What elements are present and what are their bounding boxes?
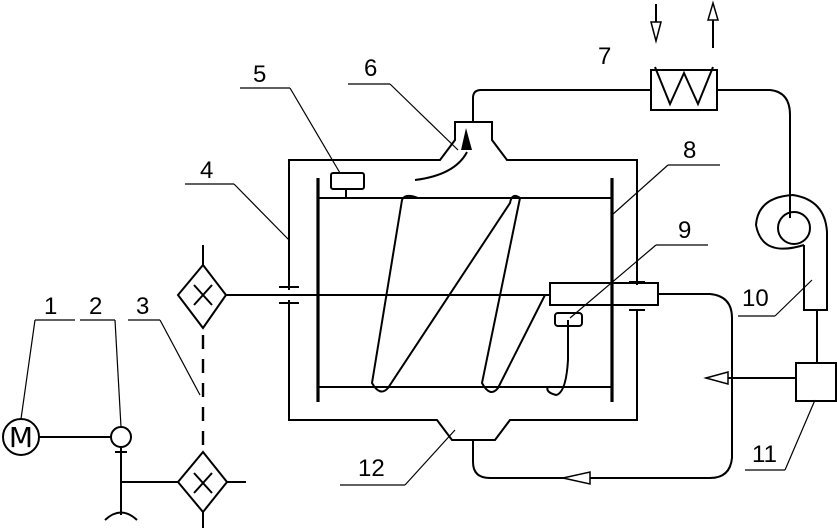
bottom-flow-arrow-icon — [562, 471, 591, 485]
label-9: 9 — [678, 217, 691, 244]
return-arrow-icon — [703, 371, 729, 385]
top-sensor — [330, 172, 365, 190]
exhaust-flow-curve — [414, 151, 468, 181]
heat-exchanger-zigzag-icon — [654, 66, 714, 107]
sensor-block — [554, 312, 583, 327]
fan-impeller — [777, 211, 811, 245]
fan-outlet — [803, 245, 828, 311]
coolant-out-arrow-icon — [706, 0, 720, 21]
leader-line-10b — [774, 279, 813, 317]
heat-exchanger-box — [650, 69, 718, 111]
pipe-hub-loop — [472, 293, 733, 479]
outer-chamber-outline — [288, 121, 638, 441]
leader-line-11b — [784, 399, 816, 471]
controller-box — [795, 362, 837, 402]
label-7: 7 — [598, 43, 611, 70]
label-2: 2 — [89, 293, 102, 320]
label-11: 11 — [752, 441, 777, 468]
leader-line-6b — [389, 83, 459, 151]
helical-screw-tail — [546, 320, 569, 397]
leader-line-4b — [233, 183, 290, 241]
leader-line-12b — [404, 429, 456, 486]
leader-line-1b — [20, 319, 36, 420]
label-12: 12 — [358, 455, 385, 482]
label-6: 6 — [364, 55, 377, 82]
motor-symbol: M — [9, 421, 33, 454]
lower-gear-cross-b — [193, 472, 213, 494]
pipe-to-exchanger — [472, 89, 651, 122]
coupling — [110, 426, 132, 448]
upper-gear-diamond-icon — [176, 263, 228, 330]
coolant-in-arrow-icon — [650, 21, 662, 44]
upper-gear-cross-b — [193, 284, 213, 306]
leader-line-5b — [289, 87, 341, 174]
exhaust-arrow-icon — [461, 128, 472, 150]
coupling-base — [104, 511, 138, 521]
label-3: 3 — [136, 293, 149, 320]
leader-line-8b — [611, 164, 669, 216]
pipe-to-fan — [717, 89, 791, 218]
drum-hub — [549, 282, 659, 306]
label-10: 10 — [742, 285, 769, 312]
label-5: 5 — [253, 61, 266, 88]
label-1: 1 — [44, 293, 57, 320]
leader-line-3b — [159, 319, 201, 396]
leader-line-2b — [114, 319, 122, 428]
fan-housing-spiral-icon — [754, 193, 828, 282]
label-4: 4 — [200, 157, 213, 184]
helical-screw — [370, 194, 546, 393]
leader-line-9b — [569, 244, 657, 319]
label-8: 8 — [683, 137, 696, 164]
